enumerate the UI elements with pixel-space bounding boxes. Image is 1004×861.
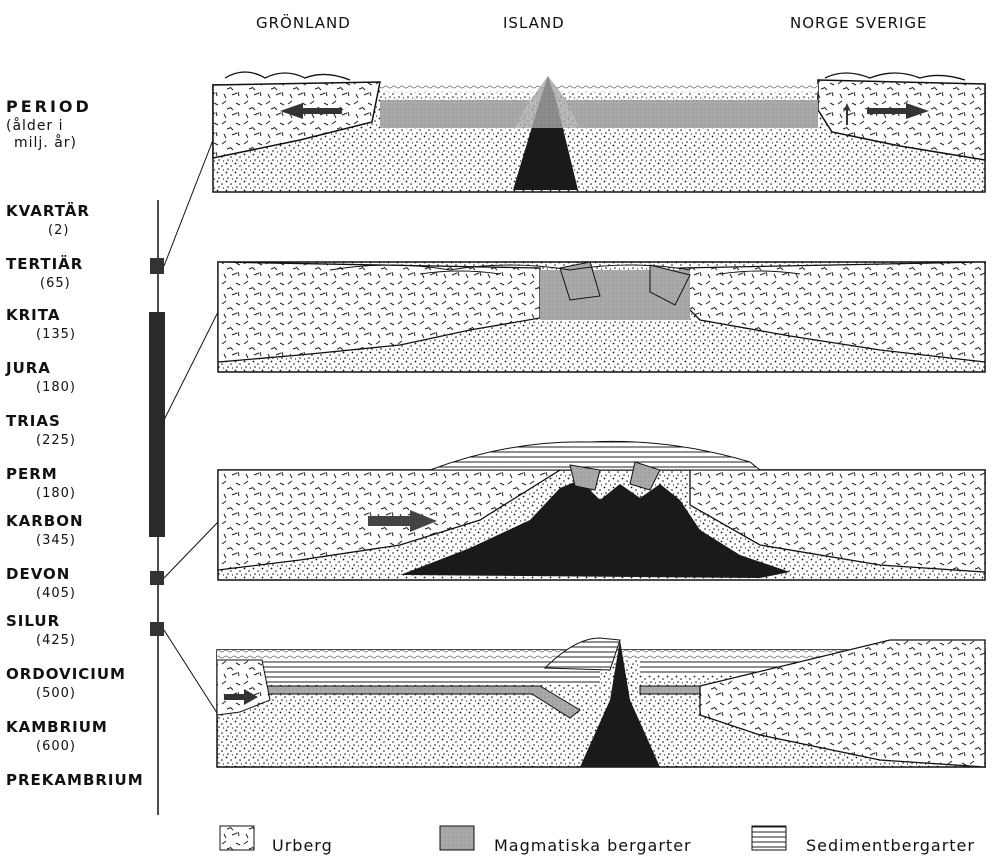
period-age: (180) bbox=[36, 379, 76, 396]
connector-4 bbox=[164, 630, 217, 713]
legend-swatch-urberg bbox=[220, 826, 254, 850]
period-name: SILUR bbox=[6, 613, 60, 630]
timeline-bar-krita-karbon bbox=[149, 312, 165, 537]
period-name: KRITA bbox=[6, 307, 60, 324]
period-header-title: PERIOD bbox=[6, 98, 92, 115]
legend-swatch-sediment bbox=[752, 826, 786, 850]
period-name: PREKAMBRIUM bbox=[6, 772, 144, 789]
section-4 bbox=[217, 638, 985, 767]
legend-label-urberg: Urberg bbox=[272, 836, 333, 855]
period-header-subtitle-1: (ålder i bbox=[6, 118, 64, 135]
connector-2 bbox=[164, 312, 218, 420]
period-name: JURA bbox=[6, 360, 51, 377]
timeline-marker-tertiar bbox=[150, 258, 164, 274]
legend-swatch-magmatic bbox=[440, 826, 474, 850]
period-name: TRIAS bbox=[6, 413, 61, 430]
section-3-sediments bbox=[430, 441, 760, 470]
period-age: (225) bbox=[36, 432, 76, 449]
period-age: (180) bbox=[36, 485, 76, 502]
timeline bbox=[149, 200, 165, 815]
period-age: (600) bbox=[36, 738, 76, 755]
legend-label-magmatic: Magmatiska bergarter bbox=[494, 836, 692, 855]
section-1-ocean bbox=[380, 84, 818, 92]
section-2 bbox=[218, 262, 985, 372]
timeline-marker-silur bbox=[150, 622, 164, 636]
period-name: ORDOVICIUM bbox=[6, 666, 126, 683]
period-name: KVARTÄR bbox=[6, 203, 90, 220]
period-header-subtitle-2: milj. år) bbox=[14, 135, 77, 152]
connectors bbox=[164, 140, 218, 713]
period-age: (65) bbox=[40, 275, 71, 292]
section-4-sediments-left bbox=[217, 660, 600, 685]
period-age: (500) bbox=[36, 685, 76, 702]
connector-3 bbox=[164, 522, 218, 578]
period-name: DEVON bbox=[6, 566, 70, 583]
section-3 bbox=[218, 441, 985, 580]
connector-1 bbox=[164, 140, 213, 266]
period-name: TERTIÄR bbox=[6, 256, 83, 273]
region-label-norway-sweden: NORGE SVERIGE bbox=[790, 14, 928, 32]
period-age: (345) bbox=[36, 532, 76, 549]
period-age: (135) bbox=[36, 326, 76, 343]
period-age: (425) bbox=[36, 632, 76, 649]
period-age: (2) bbox=[48, 222, 69, 239]
period-name: PERM bbox=[6, 466, 58, 483]
region-label-iceland: ISLAND bbox=[503, 14, 565, 32]
section-1-magmatic-left bbox=[380, 100, 530, 128]
period-age: (405) bbox=[36, 585, 76, 602]
legend-label-sediment: Sedimentbergarter bbox=[806, 836, 975, 855]
period-name: KAMBRIUM bbox=[6, 719, 108, 736]
section-1-magmatic-right bbox=[565, 100, 818, 128]
section-1 bbox=[213, 72, 985, 192]
period-name: KARBON bbox=[6, 513, 84, 530]
timeline-marker-devon bbox=[150, 571, 164, 585]
region-label-greenland: GRÖNLAND bbox=[256, 14, 351, 32]
